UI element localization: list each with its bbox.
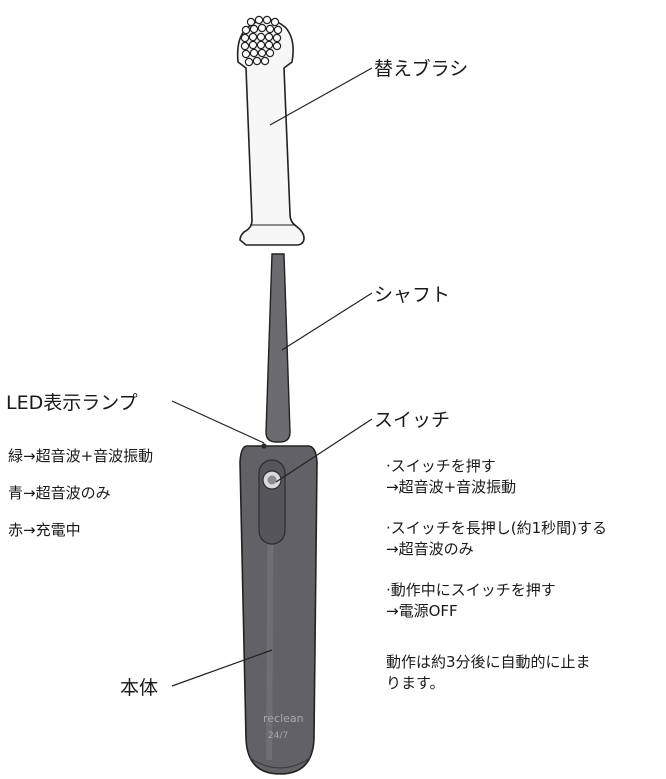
brush-head-label: 替えブラシ [374,58,469,80]
auto-stop-line-1: 動作は約3分後に自動的に止ま [386,653,591,671]
led-lamp [261,443,267,449]
switch-note-longpress-action: ·スイッチを長押し(約1秒間)する [386,519,608,537]
switch-note-press-result: →超音波+音波振動 [386,478,517,496]
switch-note-longpress-result: →超音波のみ [386,540,474,558]
switch-label: スイッチ [374,409,451,431]
switch-note-off: ·動作中にスイッチを押す →電源OFF [386,580,556,622]
led-state-blue: 青→超音波のみ [8,484,111,502]
brush-head [236,15,305,246]
bristles [240,15,283,67]
brand-model: 24/7 [268,731,288,741]
led-label: LED表示ランプ [6,392,138,414]
switch-note-longpress: ·スイッチを長押し(約1秒間)する →超音波のみ [386,518,607,560]
switch-note-off-action: ·動作中にスイッチを押す [386,581,556,599]
brush-head-body [236,18,305,246]
switch-note-off-result: →電源OFF [386,602,458,620]
switch-note-press-action: ·スイッチを押す [386,457,496,475]
auto-stop-note: 動作は約3分後に自動的に止ま ります。 [386,652,591,694]
leader-lines [171,67,373,687]
led-state-red: 赤→充電中 [8,521,81,539]
switch-note-press: ·スイッチを押す →超音波+音波振動 [386,456,516,498]
shaft [265,253,291,443]
auto-stop-line-2: ります。 [386,674,445,692]
brand-name: reclean [263,712,304,725]
led-state-green: 緑→超音波+音波振動 [8,447,154,465]
body-label: 本体 [120,677,159,699]
shaft-label: シャフト [374,284,451,306]
main-body: reclean 24/7 [239,443,318,775]
